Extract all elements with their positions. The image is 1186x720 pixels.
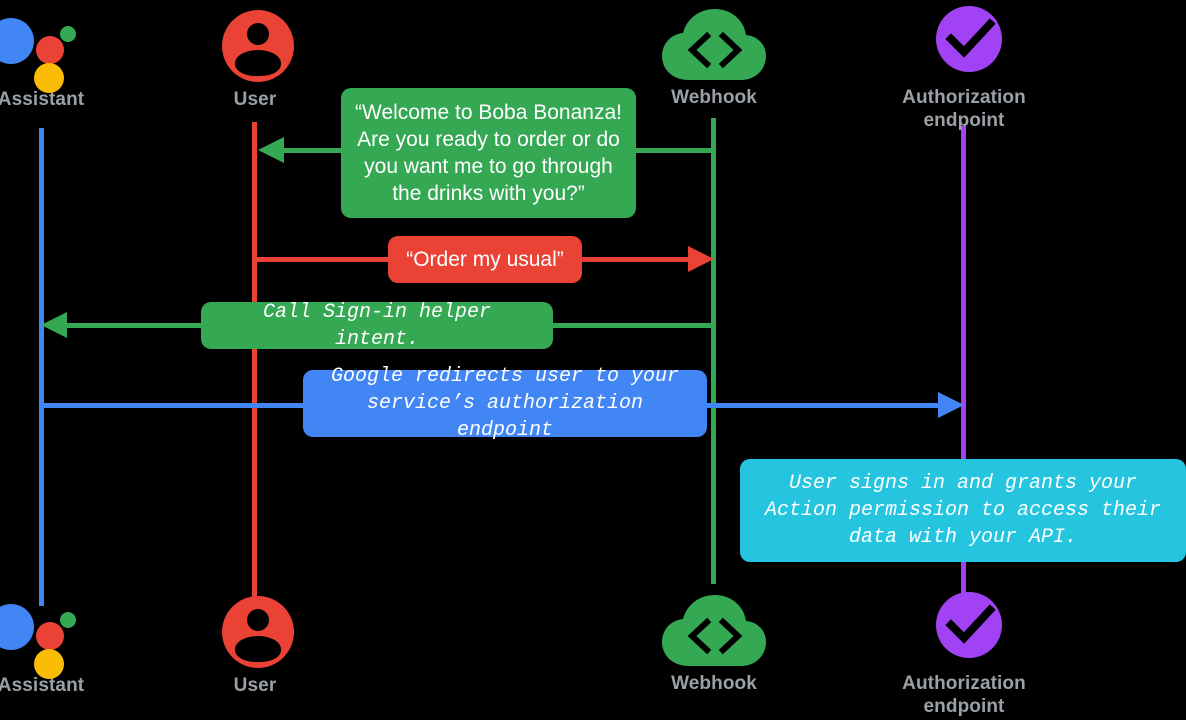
actor-label-user-bottom: User (233, 675, 277, 696)
actor-user-bottom: User (160, 594, 350, 697)
assistant-dot-green (60, 26, 76, 42)
arrow-head-welcome (258, 137, 284, 163)
purple-check-circle-icon (909, 6, 1019, 82)
actor-webhook-bottom: Webhook (619, 592, 809, 695)
user-avatar-icon (200, 8, 310, 84)
message-text-user-signs-in: User signs in and grants your Action per… (764, 472, 1162, 549)
assistant-dot-blue (0, 604, 34, 650)
actor-user-top: User (160, 8, 350, 111)
actor-label-authorization-bottom: Authorization endpoint (902, 673, 1026, 717)
actor-label-assistant: Assistant (0, 89, 85, 110)
assistant-dot-yellow (34, 63, 64, 93)
lifeline-webhook (711, 118, 716, 584)
lifeline-user (252, 122, 257, 606)
actor-label-webhook: Webhook (671, 87, 757, 108)
message-bubble-user-signs-in: User signs in and grants your Action per… (740, 459, 1186, 562)
google-assistant-dots-icon-bottom (0, 594, 96, 679)
message-bubble-order: “Order my usual” (388, 236, 582, 283)
purple-check-circle-icon-bottom (909, 592, 1019, 668)
actor-assistant-bottom: Assistant (0, 594, 136, 697)
actor-label-assistant-bottom: Assistant (0, 675, 85, 696)
user-avatar-head (247, 23, 269, 45)
actor-assistant-top: Assistant (0, 8, 136, 111)
lifeline-authorization (961, 126, 966, 594)
assistant-dot-yellow (34, 649, 64, 679)
google-assistant-dots-icon (0, 8, 96, 93)
cloud-code-svg (662, 9, 766, 80)
user-avatar-body (235, 636, 281, 662)
actor-webhook-top: Webhook (619, 6, 809, 109)
user-avatar-icon-bottom (200, 594, 310, 670)
arrow-head-redirect (938, 392, 964, 418)
user-avatar-body (235, 50, 281, 76)
actor-authorization-top: Authorization endpoint (869, 6, 1059, 132)
assistant-dot-green (60, 612, 76, 628)
lifeline-assistant (39, 128, 44, 606)
message-bubble-welcome: “Welcome to Boba Bonanza! Are you ready … (341, 88, 636, 218)
user-avatar-head (247, 609, 269, 631)
user-avatar-circle (222, 10, 294, 82)
arrow-head-order (688, 246, 714, 272)
cloud-code-svg-bottom (662, 595, 766, 666)
user-avatar-circle (222, 596, 294, 668)
actor-label-user: User (233, 89, 277, 110)
message-text-welcome: “Welcome to Boba Bonanza! Are you ready … (355, 101, 622, 205)
message-bubble-redirect: Google redirects user to your service’s … (303, 365, 707, 442)
assistant-dot-red (36, 36, 64, 64)
message-bubble-signin-helper: Call Sign-in helper intent. (201, 301, 553, 351)
assistant-dot-red (36, 622, 64, 650)
auth-check-svg-bottom (945, 604, 996, 644)
cloud-code-icon (659, 6, 769, 82)
actor-label-authorization: Authorization endpoint (902, 87, 1026, 131)
message-text-redirect: Google redirects user to your service’s … (330, 365, 680, 442)
auth-check-svg (945, 18, 996, 58)
cloud-code-icon-bottom (659, 592, 769, 668)
actor-label-webhook-bottom: Webhook (671, 673, 757, 694)
message-text-order: “Order my usual” (406, 248, 564, 271)
actor-authorization-bottom: Authorization endpoint (869, 592, 1059, 718)
assistant-dot-blue (0, 18, 34, 64)
arrow-head-signin-helper (41, 312, 67, 338)
message-text-signin-helper: Call Sign-in helper intent. (262, 300, 492, 351)
